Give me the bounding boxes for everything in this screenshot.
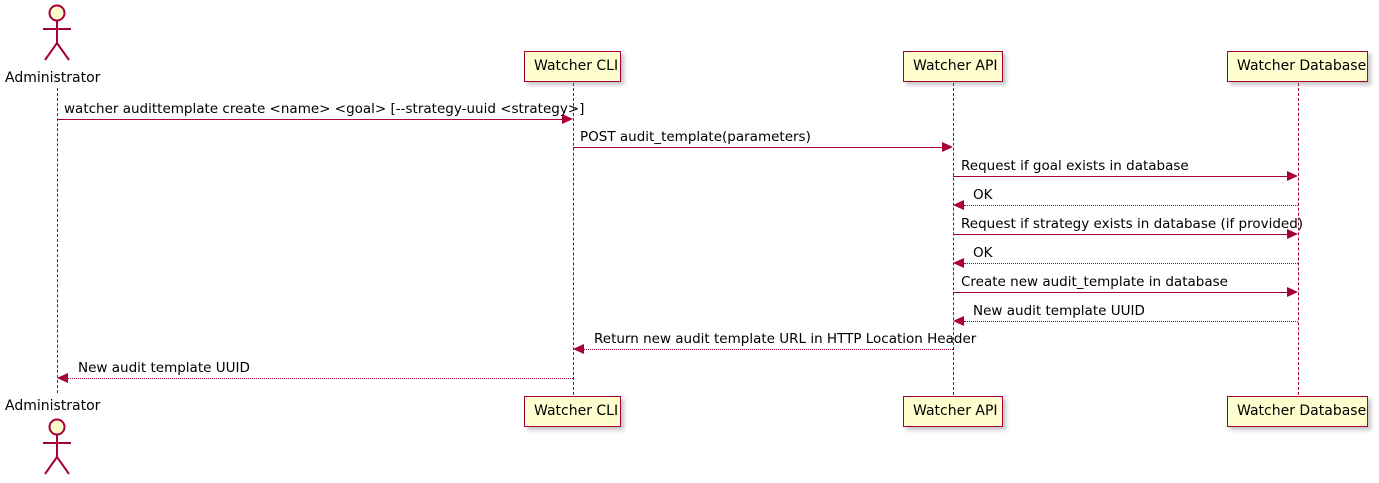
message-arrowhead-10 — [57, 373, 68, 383]
message-line-5 — [953, 234, 1287, 235]
message-label-9: Return new audit template URL in HTTP Lo… — [594, 331, 977, 347]
message-arrowhead-9 — [573, 344, 584, 354]
message-arrowhead-7 — [1287, 287, 1298, 297]
lifeline-administrator — [57, 88, 58, 393]
message-arrowhead-2 — [942, 142, 953, 152]
message-line-1 — [57, 119, 562, 120]
actor-figure-icon — [43, 4, 71, 61]
participant-label-watcher-database-top: Watcher Database — [1237, 58, 1367, 74]
message-label-5: Request if strategy exists in database (… — [961, 216, 1304, 232]
message-line-6 — [964, 263, 1298, 264]
message-line-4 — [964, 205, 1298, 206]
participant-box-watcher-cli-bottom[interactable]: Watcher CLI — [524, 396, 621, 427]
participant-label-watcher-database-bottom: Watcher Database — [1237, 403, 1367, 419]
lifeline-watcher-cli — [573, 83, 574, 395]
actor-figure-icon — [43, 418, 71, 475]
actor-administrator-top — [35, 2, 79, 64]
participant-box-watcher-cli-top[interactable]: Watcher CLI — [524, 51, 621, 82]
message-label-10: New audit template UUID — [78, 360, 250, 376]
actor-label-administrator-top: Administrator — [5, 70, 101, 86]
message-arrowhead-3 — [1287, 171, 1298, 181]
actor-label-administrator-bottom: Administrator — [5, 398, 101, 414]
participant-label-watcher-api-bottom: Watcher API — [913, 403, 998, 419]
message-arrowhead-4 — [953, 200, 964, 210]
message-label-4: OK — [973, 187, 993, 203]
lifeline-watcher-api — [953, 83, 954, 395]
message-arrowhead-5 — [1287, 229, 1298, 239]
actor-administrator-bottom — [35, 416, 79, 478]
message-line-9 — [584, 349, 953, 350]
message-label-3: Request if goal exists in database — [961, 158, 1189, 174]
message-line-8 — [964, 321, 1298, 322]
participant-box-watcher-database-bottom[interactable]: Watcher Database — [1227, 396, 1368, 427]
participant-label-watcher-api-top: Watcher API — [913, 58, 998, 74]
message-label-8: New audit template UUID — [973, 303, 1145, 319]
participant-label-watcher-cli-bottom: Watcher CLI — [534, 403, 619, 419]
message-label-7: Create new audit_template in database — [961, 274, 1228, 290]
lifeline-watcher-database — [1298, 83, 1299, 395]
participant-label-watcher-cli-top: Watcher CLI — [534, 58, 619, 74]
message-arrowhead-6 — [953, 258, 964, 268]
message-arrowhead-1 — [562, 114, 573, 124]
message-line-3 — [953, 176, 1287, 177]
participant-box-watcher-api-bottom[interactable]: Watcher API — [903, 396, 1003, 427]
participant-box-watcher-api-top[interactable]: Watcher API — [903, 51, 1003, 82]
participant-box-watcher-database-top[interactable]: Watcher Database — [1227, 51, 1368, 82]
message-line-2 — [573, 147, 942, 148]
message-label-1: watcher audittemplate create <name> <goa… — [64, 101, 585, 117]
message-arrowhead-8 — [953, 316, 964, 326]
message-label-6: OK — [973, 245, 993, 261]
message-line-7 — [953, 292, 1287, 293]
message-label-2: POST audit_template(parameters) — [580, 129, 811, 145]
message-line-10 — [68, 378, 573, 379]
